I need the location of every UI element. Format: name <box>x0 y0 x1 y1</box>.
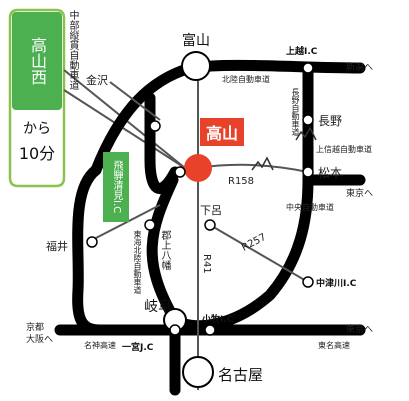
road-kanazawa <box>109 81 161 121</box>
matsumoto-label: 松本 <box>318 166 343 180</box>
tomei-road-label: 東名高速 <box>318 341 350 350</box>
kanazawa-node <box>149 120 161 132</box>
mountain-icon <box>251 156 274 171</box>
joetsu-node <box>302 62 314 74</box>
komaki-ic-label: 小牧I.C <box>202 315 234 325</box>
nagano-label: 長野 <box>318 114 343 128</box>
nagano-exp-road-label: 長野自動車道 <box>291 88 300 136</box>
nagoya-marker <box>182 356 214 388</box>
nakatsugawa-node <box>302 276 314 288</box>
meishin-road-label: 名神高速 <box>84 341 116 350</box>
gujo-node <box>144 219 156 231</box>
ichinomiya-jc-label: 一宮J.C <box>122 343 154 353</box>
toyama-label: 富山 <box>182 33 210 49</box>
chuo-road-label: 中央自動車道 <box>286 203 334 212</box>
callout-station-label: 高山西 <box>28 37 47 85</box>
niigata-label: 新潟へ <box>346 63 374 73</box>
r158-road-label: R158 <box>228 176 255 187</box>
road-r257 <box>209 224 309 283</box>
takayama-marker <box>184 154 212 182</box>
ichinomiya-node <box>169 324 181 336</box>
kyoto-osaka-label: 京都 大阪へ <box>26 323 54 345</box>
matsumoto-node <box>302 166 314 178</box>
joshinetsu-road-label: 上信越自動車道 <box>316 145 372 154</box>
fukui-node <box>86 236 98 248</box>
fukui-label: 福井 <box>46 240 68 253</box>
nagano-node <box>302 114 314 126</box>
komaki-node <box>204 324 216 336</box>
callout-from-label: から <box>23 121 51 137</box>
gifu-label: 岐阜 <box>144 299 172 315</box>
tokai-hokuriku-road-label: 東海北陸自動車道 <box>133 230 142 294</box>
gujo-label: 郡上八幡 <box>159 230 170 270</box>
joetsu-ic-label: 上越I.C <box>286 47 318 57</box>
toyama-marker <box>181 51 211 81</box>
callout-time-label: 10分 <box>18 144 56 163</box>
r41-road-label: R41 <box>201 254 212 274</box>
road-fukui <box>91 204 161 241</box>
hokuriku-road-label: 北陸自動車道 <box>222 75 270 84</box>
mountain-icon <box>295 126 317 141</box>
tokyo-label-1: 東京へ <box>346 189 374 199</box>
chubu-jukan-road-label: 中部縦貫自動車道 <box>67 10 78 90</box>
hida-kiyomi-node <box>174 166 186 178</box>
tokyo-label-2: 東京へ <box>346 325 374 335</box>
gero-label: 下呂 <box>200 204 222 217</box>
kanazawa-label: 金沢 <box>86 74 108 87</box>
nagoya-label: 名古屋 <box>218 366 264 384</box>
gero-node <box>204 219 216 231</box>
takayama-label: 高山 <box>200 118 245 146</box>
hida-kiyomi-ic-label: 飛騨清見I.C <box>103 152 129 222</box>
nakatsugawa-ic-label: 中津川I.C <box>316 279 357 289</box>
interchange-nodes <box>86 62 314 336</box>
callout-station-badge <box>12 12 62 110</box>
callout-leader-2 <box>63 89 186 169</box>
road-central-loop <box>146 62 314 332</box>
